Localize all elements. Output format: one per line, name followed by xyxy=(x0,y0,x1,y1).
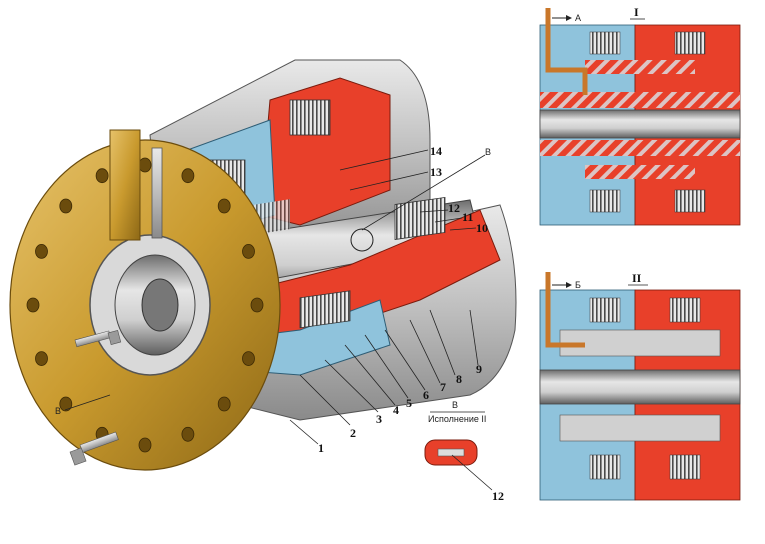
main-cutaway: 1 2 3 4 5 6 7 8 9 10 11 12 13 14 В В xyxy=(9,59,517,471)
bolt-hole xyxy=(26,297,40,313)
inset-caption: Исполнение II xyxy=(428,414,486,424)
callout-12: 12 xyxy=(448,201,460,215)
plate-pack-lower-blue xyxy=(299,290,351,329)
callout-6: 6 xyxy=(423,388,429,402)
section-II-shaft xyxy=(539,369,741,405)
callout-8: 8 xyxy=(456,372,462,386)
callout-2: 2 xyxy=(350,426,356,440)
inset-groove xyxy=(437,448,465,457)
section-I-arrow-label: А xyxy=(575,13,581,23)
section-II-plates-ul xyxy=(589,297,621,323)
inset-letter: В xyxy=(452,400,458,410)
bolt-hole xyxy=(181,168,195,184)
callout-10: 10 xyxy=(476,221,488,235)
section-I-roman: I xyxy=(634,5,639,19)
section-II-oil-channel xyxy=(545,272,585,348)
detail-circle-upper xyxy=(350,228,374,252)
section-I-flow-diag2 xyxy=(585,165,695,179)
bolt-hole xyxy=(242,351,255,367)
callout-5: 5 xyxy=(406,396,412,410)
section-I-plates-ur xyxy=(674,31,706,55)
callout-7: 7 xyxy=(440,380,446,394)
section-II-roman: II xyxy=(632,271,642,285)
view-letter-left: В xyxy=(55,406,61,416)
bolt-hole xyxy=(59,396,73,412)
bolt-hole xyxy=(250,297,264,313)
section-I-flow-upper xyxy=(540,92,740,108)
bolt-hole xyxy=(242,243,255,259)
section-I-shaft xyxy=(539,109,741,139)
callout-11: 11 xyxy=(462,210,473,224)
section-II-arrow-label: Б xyxy=(575,280,581,290)
leader-lines xyxy=(64,149,486,445)
bolt-upper xyxy=(74,330,122,348)
bolt-hole xyxy=(217,396,231,412)
section-I-flow-diag xyxy=(585,60,695,74)
callout-14: 14 xyxy=(430,144,442,158)
flange-bolt-holes xyxy=(26,157,264,453)
inset-detail: В Исполнение II 12 xyxy=(424,400,504,503)
bolt-hole xyxy=(35,351,48,367)
section-I: А I xyxy=(539,5,745,235)
section-I-plates-lr xyxy=(674,189,706,213)
callout-3: 3 xyxy=(376,412,382,426)
bolt-hole xyxy=(59,198,73,214)
section-II: Б II xyxy=(539,271,741,501)
section-I-oil-channel xyxy=(545,8,588,95)
bolt-hole xyxy=(217,198,231,214)
bolt-hole xyxy=(138,157,152,173)
section-I-flow-lower xyxy=(540,140,740,156)
section-II-plates-ur xyxy=(669,297,701,323)
bolt-lower xyxy=(69,431,119,466)
section-II-arrow-head xyxy=(566,282,572,288)
section-I-plates-ll xyxy=(589,189,621,213)
section-II-cavity-upper xyxy=(559,329,721,357)
view-letter-right: В xyxy=(485,147,491,157)
section-II-plates-lr xyxy=(669,454,701,480)
inset-callout-12: 12 xyxy=(492,489,504,503)
inset-leader xyxy=(451,454,493,491)
callout-13: 13 xyxy=(430,165,442,179)
section-II-plates-ll xyxy=(589,454,621,480)
flange-boss xyxy=(109,129,141,241)
callout-4: 4 xyxy=(393,403,399,417)
plate-pack-upper-red xyxy=(289,99,331,136)
bolt-hole xyxy=(138,437,152,453)
plate-pack-lower-red xyxy=(394,197,446,240)
section-II-cavity-lower xyxy=(559,414,721,442)
callout-9: 9 xyxy=(476,362,482,376)
flange-bore-center xyxy=(141,278,179,332)
bolt-hole xyxy=(181,426,195,442)
section-I-plates-ul xyxy=(589,31,621,55)
bolt-hole xyxy=(95,168,109,184)
bolt-hole xyxy=(35,243,48,259)
callout-1: 1 xyxy=(318,441,324,455)
section-I-arrow-head xyxy=(566,15,572,21)
flange-pipe xyxy=(151,147,163,239)
